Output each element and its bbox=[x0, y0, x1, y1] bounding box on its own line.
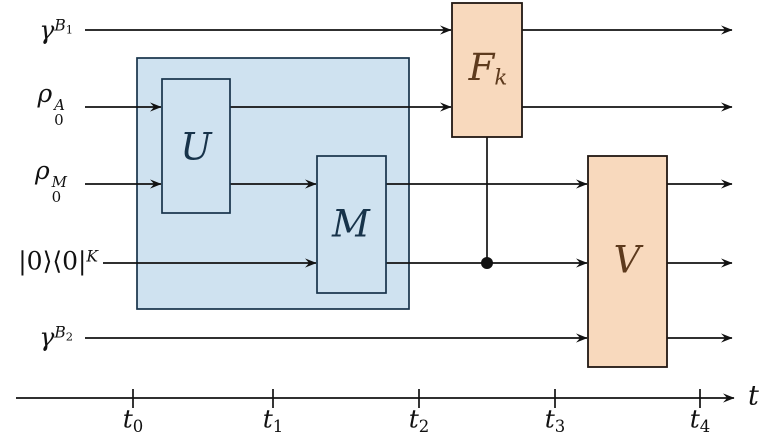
gate-box-m bbox=[316, 155, 387, 294]
control-dot bbox=[481, 257, 493, 269]
gate-label-f-k: Fk bbox=[468, 45, 508, 91]
tick-label-t1: t1 bbox=[262, 404, 284, 437]
gate-box-f bbox=[451, 2, 523, 138]
label-superscript: K bbox=[86, 247, 98, 266]
tick-label-t3: t3 bbox=[544, 404, 566, 437]
label-superscript: B1 bbox=[54, 16, 73, 37]
gate-box-u bbox=[161, 78, 231, 214]
wire-label-gamma-b1: γB1 bbox=[39, 18, 73, 43]
label-base: |0⟩⟨0| bbox=[18, 246, 87, 276]
gate-label-m: M bbox=[332, 202, 370, 246]
wire-label-gamma-b2: γB2 bbox=[39, 325, 73, 350]
timeline bbox=[16, 389, 735, 408]
gate-label-v: V bbox=[613, 238, 641, 282]
tick-label-t0: t0 bbox=[122, 404, 144, 437]
wires bbox=[85, 25, 733, 343]
gate-label-u: U bbox=[180, 125, 212, 169]
tick-label-t2: t2 bbox=[408, 404, 430, 437]
gate-box-v bbox=[587, 155, 668, 368]
label-base: ρ bbox=[34, 156, 50, 185]
time-axis-label: t bbox=[748, 380, 759, 412]
label-base: ρ bbox=[37, 79, 53, 108]
label-superscript: B2 bbox=[54, 323, 73, 344]
label-base: γ bbox=[39, 322, 55, 352]
wire-label-ket-bra-k: |0⟩⟨0|K bbox=[18, 249, 98, 274]
label-base: γ bbox=[39, 15, 55, 45]
tick-label-t4: t4 bbox=[689, 404, 711, 437]
